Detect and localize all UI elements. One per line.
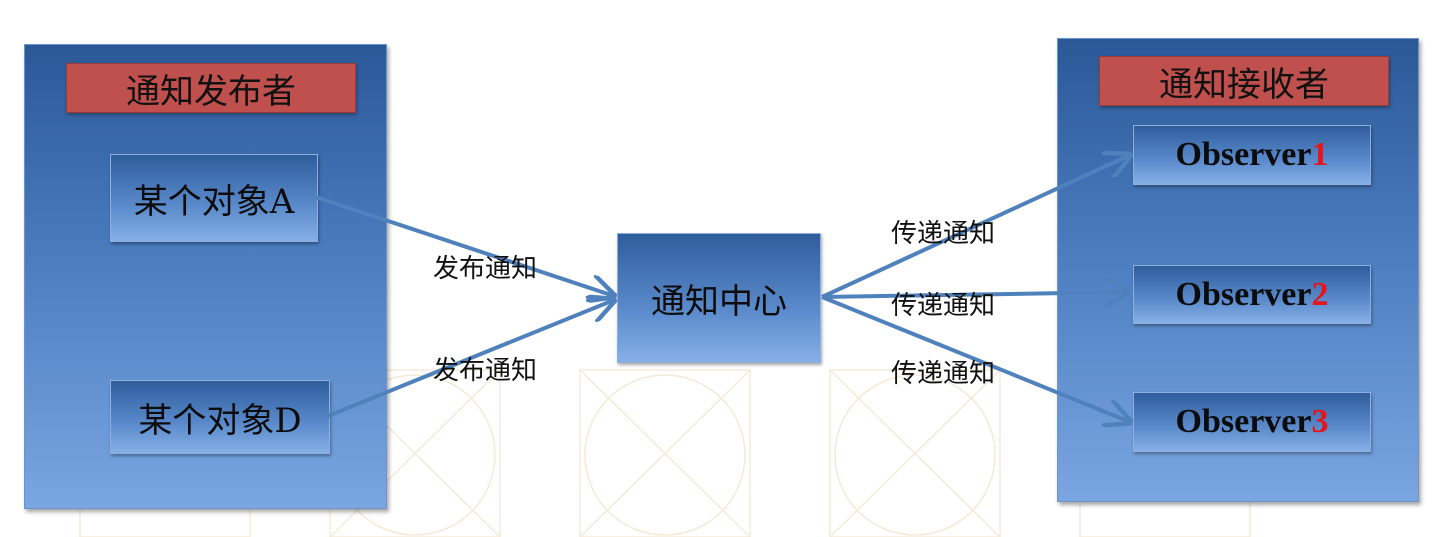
observer-3-prefix: Observer bbox=[1175, 403, 1312, 440]
deliver-label-3: 传递通知 bbox=[891, 359, 996, 389]
observer-1-number: 1 bbox=[1311, 136, 1329, 173]
deliver-label-1: 传递通知 bbox=[891, 219, 996, 249]
observer-2-prefix: Observer bbox=[1175, 275, 1312, 313]
publisher-panel-title: 通知发布者 bbox=[66, 63, 356, 113]
source-object-a: 某个对象A bbox=[110, 154, 318, 242]
arrow-d-to-center bbox=[327, 300, 614, 418]
observer-3-number: 3 bbox=[1311, 403, 1329, 440]
arrow-center-to-observer-3 bbox=[821, 295, 1130, 422]
arrow-a-to-center bbox=[315, 195, 614, 296]
receiver-panel-title: 通知接收者 bbox=[1099, 56, 1389, 106]
publish-label-d: 发布通知 bbox=[433, 356, 538, 386]
notification-center: 通知中心 bbox=[617, 233, 821, 363]
arrow-center-to-observer-2 bbox=[821, 292, 1130, 297]
observer-1-prefix: Observer bbox=[1175, 136, 1312, 173]
observer-2-number: 2 bbox=[1311, 275, 1329, 313]
source-object-d: 某个对象D bbox=[110, 380, 330, 454]
arrow-center-to-observer-1 bbox=[821, 155, 1130, 299]
deliver-label-2: 传递通知 bbox=[891, 291, 996, 321]
publish-label-a: 发布通知 bbox=[433, 254, 538, 284]
